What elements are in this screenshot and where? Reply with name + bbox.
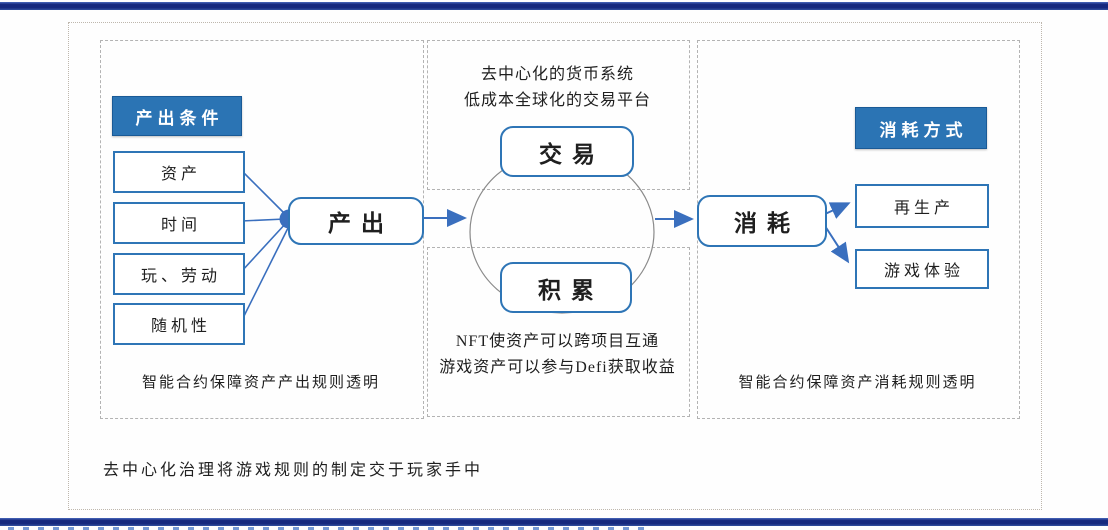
condition-box-asset: 资产 — [113, 151, 245, 193]
accumulate-annotation-line1: NFT使资产可以跨项目互通 — [455, 333, 660, 350]
output-rule-note: 智能合约保障资产产出规则透明 — [141, 375, 380, 391]
top-accent-bar — [0, 2, 1108, 10]
output-conditions-header: 产出条件 — [112, 96, 242, 136]
trade-annotation: 去中心化的货币系统 低成本全球化的交易平台 — [432, 62, 683, 114]
accumulate-annotation-line2: 游戏资产可以参与Defi获取收益 — [439, 359, 676, 376]
consume-rule-note: 智能合约保障资产消耗规则透明 — [738, 375, 977, 391]
trade-annotation-line2: 低成本全球化的交易平台 — [463, 92, 651, 109]
accumulate-node: 积累 — [500, 262, 632, 313]
method-box-reproduction: 再生产 — [855, 184, 989, 228]
clipped-caption-fragments — [8, 527, 648, 530]
condition-box-play-labor: 玩、劳动 — [113, 253, 245, 295]
condition-box-randomness: 随机性 — [113, 303, 245, 345]
accumulate-annotation: NFT使资产可以跨项目互通 游戏资产可以参与Defi获取收益 — [427, 329, 688, 381]
method-box-game-experience: 游戏体验 — [855, 249, 989, 289]
governance-note: 去中心化治理将游戏规则的制定交于玩家手中 — [103, 462, 484, 479]
condition-box-time: 时间 — [113, 202, 245, 244]
output-node: 产出 — [288, 197, 424, 245]
bottom-accent-bar — [0, 518, 1108, 526]
consume-methods-header: 消耗方式 — [855, 107, 987, 149]
consume-node: 消耗 — [697, 195, 827, 247]
outer-frame — [68, 22, 1042, 510]
trade-node: 交易 — [500, 126, 634, 177]
trade-annotation-line1: 去中心化的货币系统 — [480, 66, 634, 83]
